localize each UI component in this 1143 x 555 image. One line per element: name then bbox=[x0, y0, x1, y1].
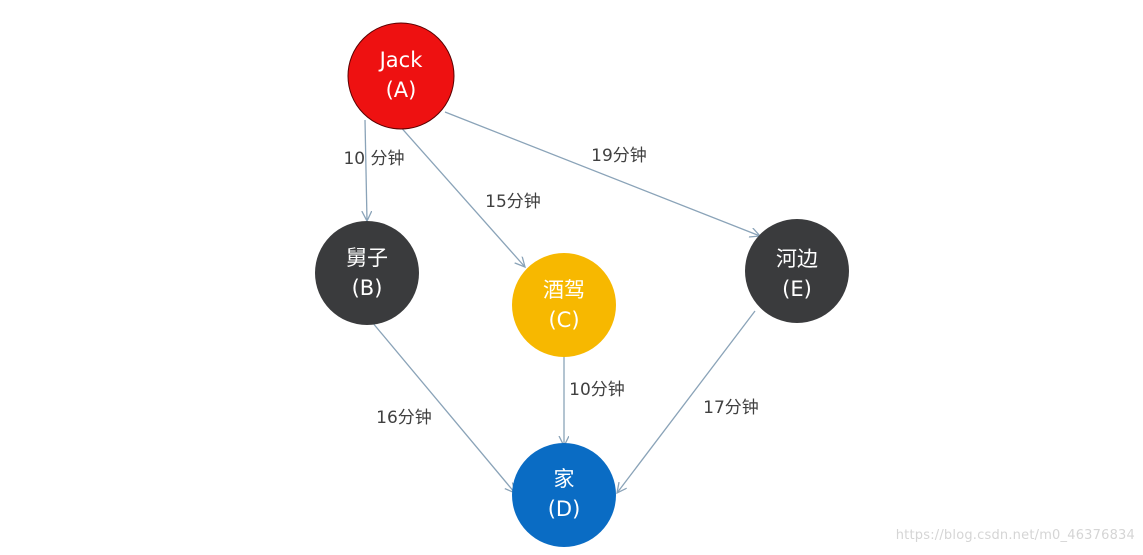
node-e-circle bbox=[745, 219, 849, 323]
node-a-circle bbox=[347, 22, 455, 130]
edge-label-b-d: 16分钟 bbox=[376, 408, 432, 428]
edge-a-e bbox=[444, 111, 760, 236]
node-e-code: (E) bbox=[782, 277, 812, 301]
node-a: Jack (A) bbox=[347, 22, 455, 130]
edge-label-a-c: 15分钟 bbox=[485, 192, 541, 212]
edge-b-d bbox=[371, 321, 515, 493]
edge-a-b bbox=[365, 119, 367, 221]
node-c: 酒驾 (C) bbox=[512, 253, 616, 357]
node-b: 舅子 (B) bbox=[315, 221, 419, 325]
edge-e-d bbox=[617, 310, 756, 493]
node-d: 家 (D) bbox=[512, 443, 616, 547]
node-a-code: (A) bbox=[386, 78, 417, 102]
node-b-name: 舅子 bbox=[346, 246, 388, 270]
node-d-name: 家 bbox=[554, 467, 575, 491]
edge-labels: 10 分钟 15分钟 19分钟 16分钟 10分钟 17分钟 bbox=[343, 146, 758, 428]
edge-label-e-d: 17分钟 bbox=[703, 398, 759, 418]
watermark-url: https://blog.csdn.net/m0_46376834 bbox=[895, 528, 1135, 543]
node-d-code: (D) bbox=[548, 497, 581, 521]
edges bbox=[365, 111, 760, 493]
node-c-code: (C) bbox=[548, 308, 579, 332]
edge-label-c-d: 10分钟 bbox=[569, 380, 625, 400]
node-a-name: Jack bbox=[378, 48, 424, 72]
edge-label-a-b: 10 分钟 bbox=[343, 149, 404, 169]
edge-label-a-e: 19分钟 bbox=[591, 146, 647, 166]
node-b-code: (B) bbox=[352, 276, 383, 300]
node-e: 河边 (E) bbox=[745, 219, 849, 323]
node-c-circle bbox=[512, 253, 616, 357]
node-e-name: 河边 bbox=[776, 247, 818, 271]
edge-a-c bbox=[397, 123, 525, 267]
node-d-circle bbox=[512, 443, 616, 547]
node-b-circle bbox=[315, 221, 419, 325]
node-c-name: 酒驾 bbox=[543, 278, 585, 302]
